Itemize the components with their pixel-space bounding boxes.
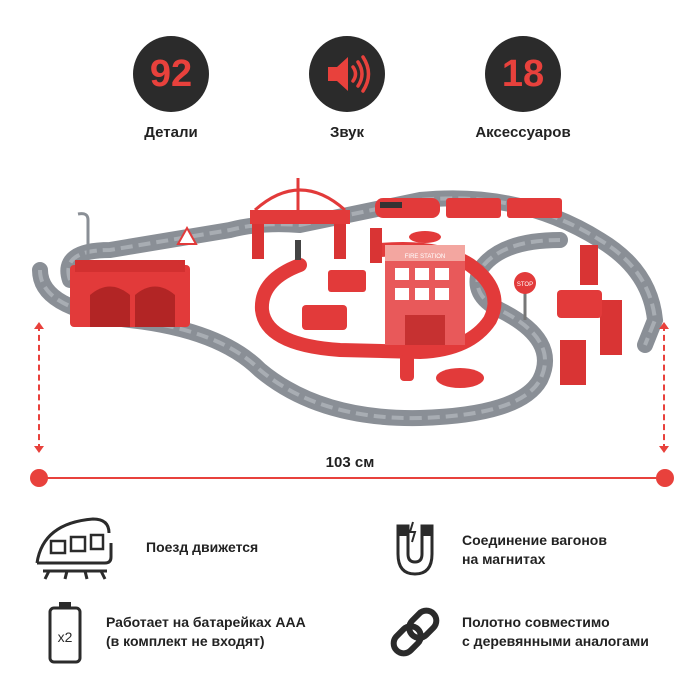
tunnel — [70, 260, 190, 327]
parts-label: Детали — [144, 124, 198, 141]
feature-magnet-text: Соединение вагонов на магнитах — [462, 532, 607, 567]
arrow-down-icon — [659, 446, 669, 453]
railway-set-illustration: FIRE STATION STOP — [32, 178, 664, 427]
dimension-line — [40, 477, 666, 479]
fire-truck — [328, 270, 366, 292]
warning-sign — [176, 225, 198, 245]
feature-train-text: Поезд движется — [146, 538, 259, 555]
sound-badge — [309, 36, 385, 112]
dimension-line-left — [38, 325, 40, 450]
pillar — [600, 300, 622, 355]
helicopter — [409, 231, 441, 243]
magnet-icon — [396, 521, 434, 576]
feature-battery-text: Работает на батарейках ААА (в комплект н… — [106, 614, 306, 649]
chain-link-icon — [390, 607, 440, 657]
train — [375, 198, 562, 218]
dimension-line-right — [663, 325, 665, 450]
train-icon — [35, 517, 113, 580]
fire-station-sign: FIRE STATION — [405, 254, 445, 260]
suspension-bridge — [250, 178, 350, 259]
firefighter-figure — [400, 355, 414, 381]
arrow-up-icon — [659, 322, 669, 329]
fire-station: FIRE STATION — [385, 245, 465, 345]
arrow-up-icon — [34, 322, 44, 329]
feature-train-moves: Поезд движется — [30, 512, 258, 582]
pillar — [560, 340, 586, 385]
speaker-icon — [328, 55, 371, 93]
pillar — [370, 228, 382, 263]
feature-compat-text: Полотно совместимо с деревянными аналога… — [462, 614, 649, 649]
fire-car — [436, 368, 484, 388]
sound-label: Звук — [329, 124, 365, 141]
stat-sound: Звук — [292, 36, 402, 141]
fire-truck — [302, 305, 347, 330]
lamp-post — [77, 212, 90, 255]
fire-truck — [557, 290, 602, 318]
stat-parts: 92 Детали — [116, 36, 226, 141]
dimension-label: 103 см — [325, 454, 375, 471]
battery-count-badge: x2 — [58, 629, 73, 645]
feature-battery: x2 Работает на батарейках ААА (в комплек… — [30, 597, 306, 667]
stop-sign-text: STOP — [517, 282, 533, 288]
accessories-label: Аксессуаров — [475, 124, 571, 141]
battery-icon: x2 — [48, 602, 82, 664]
accessories-count-badge: 18 — [485, 36, 561, 112]
feature-compatibility: Полотно совместимо с деревянными аналога… — [380, 597, 649, 667]
accessories-count: 18 — [501, 52, 545, 95]
stop-sign: STOP — [514, 272, 536, 320]
stat-accessories: 18 Аксессуаров — [468, 36, 578, 141]
pillar — [580, 245, 598, 285]
dimension-dot-left — [30, 469, 48, 487]
feature-magnets: Соединение вагонов на магнитах — [380, 515, 607, 585]
dimension-dot-right — [656, 469, 674, 487]
arrow-down-icon — [34, 446, 44, 453]
parts-count: 92 — [149, 52, 193, 95]
parts-count-badge: 92 — [133, 36, 209, 112]
traffic-light — [295, 240, 301, 260]
